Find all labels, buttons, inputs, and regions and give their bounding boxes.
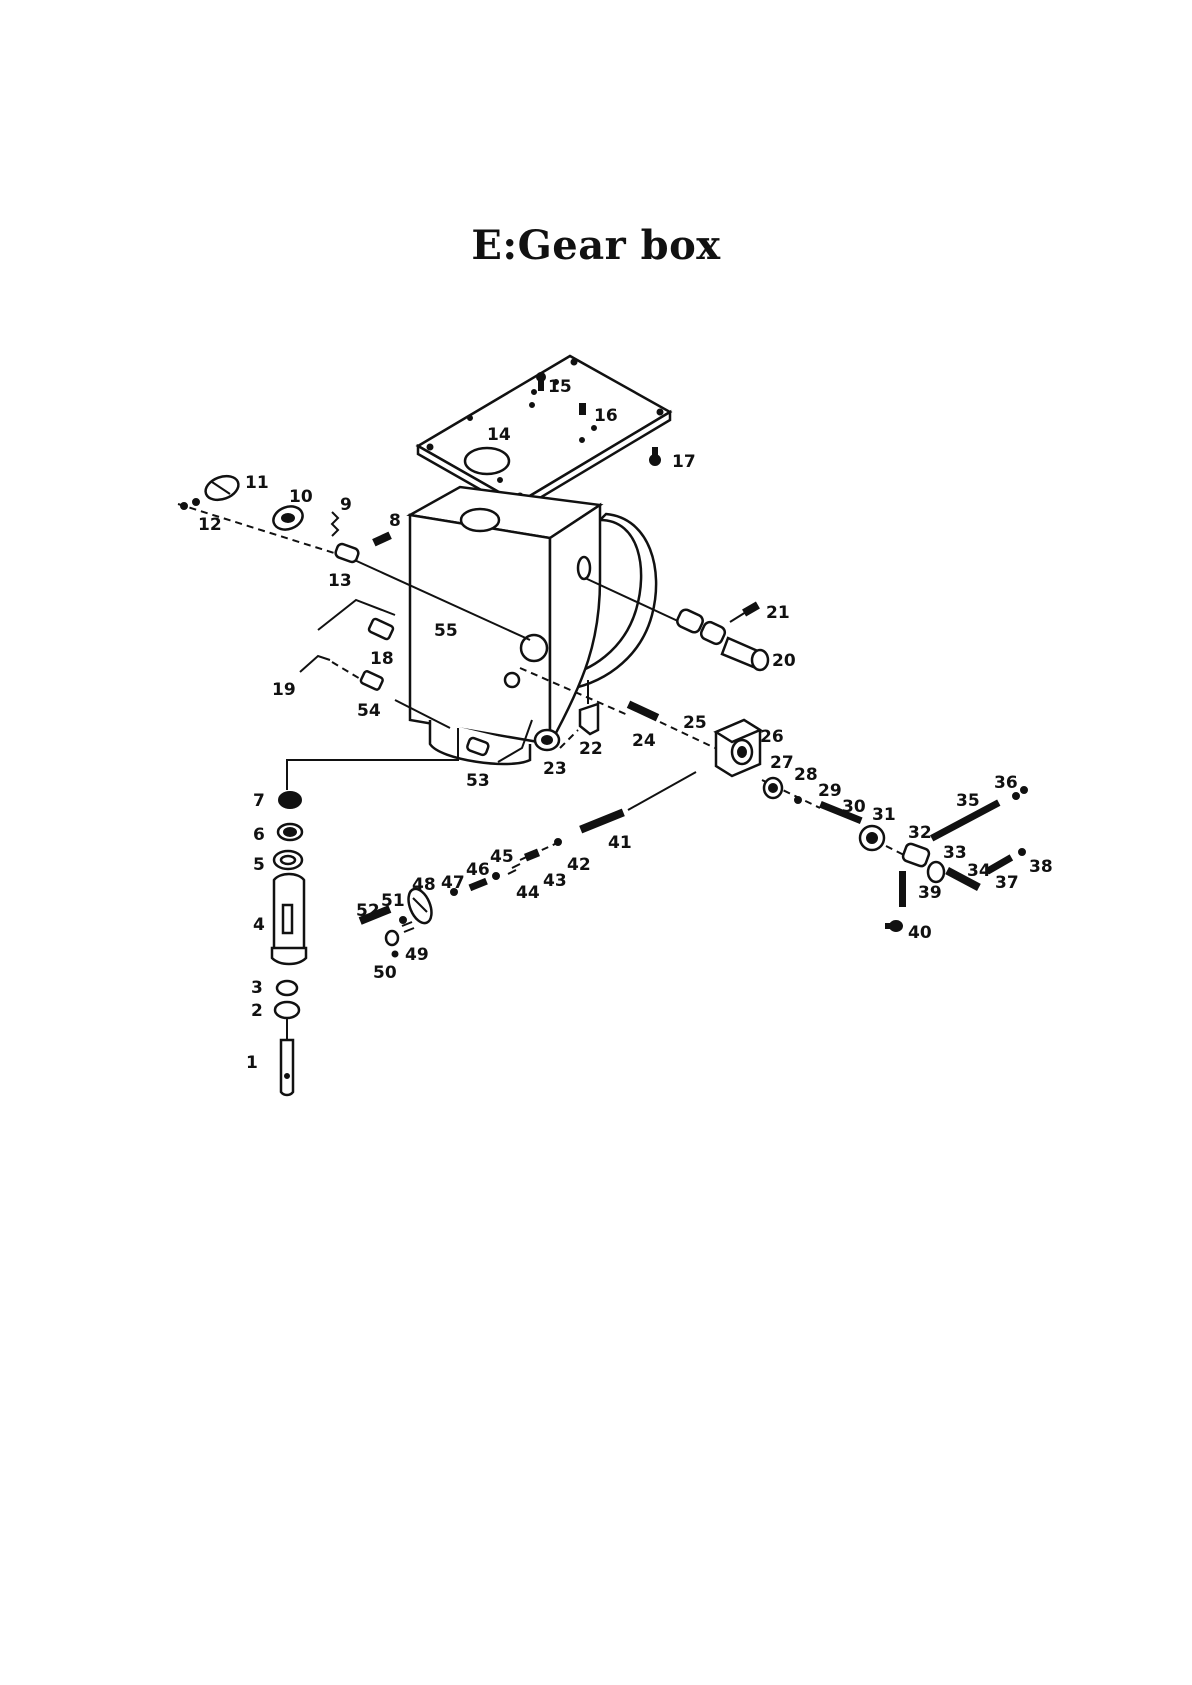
label-1: 1 xyxy=(246,1053,258,1073)
label-20: 20 xyxy=(772,651,796,671)
label-37: 37 xyxy=(995,873,1019,893)
label-15: 15 xyxy=(548,377,572,397)
label-42: 42 xyxy=(567,855,591,875)
label-49: 49 xyxy=(405,945,429,965)
label-3: 3 xyxy=(251,978,263,998)
label-29: 29 xyxy=(818,781,842,801)
label-55: 55 xyxy=(434,621,458,641)
label-12: 12 xyxy=(198,515,222,535)
label-4: 4 xyxy=(253,915,265,935)
label-50: 50 xyxy=(373,963,397,983)
label-48: 48 xyxy=(412,875,436,895)
label-8: 8 xyxy=(389,511,401,531)
label-45: 45 xyxy=(490,847,514,867)
label-5: 5 xyxy=(253,855,265,875)
label-11: 11 xyxy=(245,473,269,493)
label-53: 53 xyxy=(466,771,490,791)
label-10: 10 xyxy=(289,487,313,507)
label-28: 28 xyxy=(794,765,818,785)
label-17: 17 xyxy=(672,452,696,472)
label-6: 6 xyxy=(253,825,265,845)
label-18: 18 xyxy=(370,649,394,669)
label-21: 21 xyxy=(766,603,790,623)
label-24: 24 xyxy=(632,731,656,751)
label-27: 27 xyxy=(770,753,794,773)
label-2: 2 xyxy=(251,1001,263,1021)
label-40: 40 xyxy=(908,923,932,943)
label-16: 16 xyxy=(594,406,618,426)
label-26: 26 xyxy=(760,727,784,747)
label-35: 35 xyxy=(956,791,980,811)
label-30: 30 xyxy=(842,797,866,817)
lower-chain-41-52 xyxy=(360,772,696,957)
label-22: 22 xyxy=(579,739,603,759)
label-41: 41 xyxy=(608,833,632,853)
label-38: 38 xyxy=(1029,857,1053,877)
label-23: 23 xyxy=(543,759,567,779)
label-14: 14 xyxy=(487,425,511,445)
label-13: 13 xyxy=(328,571,352,591)
label-46: 46 xyxy=(466,860,490,880)
label-9: 9 xyxy=(340,495,352,515)
label-36: 36 xyxy=(994,773,1018,793)
label-25: 25 xyxy=(683,713,707,733)
label-7: 7 xyxy=(253,791,265,811)
label-34: 34 xyxy=(967,861,991,881)
label-31: 31 xyxy=(872,805,896,825)
label-51: 51 xyxy=(381,891,405,911)
label-52: 52 xyxy=(356,901,380,921)
label-19: 19 xyxy=(272,680,296,700)
label-54: 54 xyxy=(357,701,381,721)
label-33: 33 xyxy=(943,843,967,863)
label-47: 47 xyxy=(441,873,465,893)
label-32: 32 xyxy=(908,823,932,843)
label-44: 44 xyxy=(516,883,540,903)
part-number-labels: 1 2 3 4 5 6 7 8 9 10 11 12 13 14 15 16 1… xyxy=(198,377,1053,1073)
label-39: 39 xyxy=(918,883,942,903)
right-chain-27-40 xyxy=(762,778,1027,931)
label-43: 43 xyxy=(543,871,567,891)
